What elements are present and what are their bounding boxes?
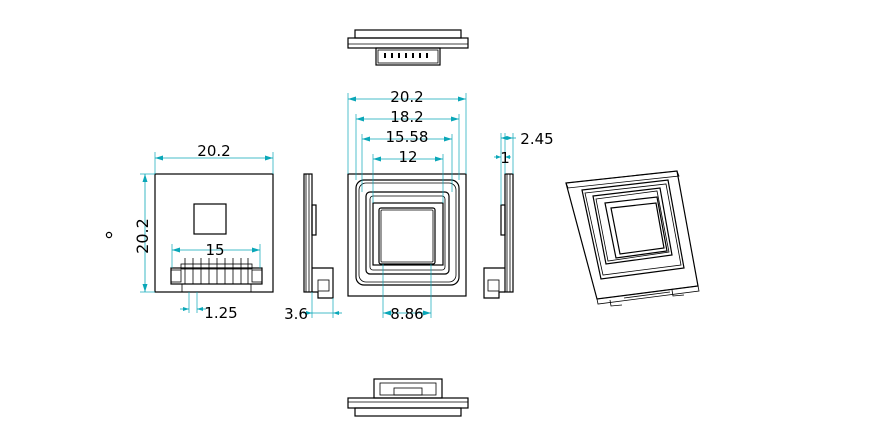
dim-pin-pitch: 1.25: [204, 304, 237, 322]
front-pins: [184, 258, 249, 284]
top-pins: [384, 53, 428, 58]
reference-circle: [105, 231, 113, 239]
dim-connector-width: 15: [205, 241, 224, 259]
dim-front-width: 20.2: [197, 142, 230, 160]
isometric-view: [565, 170, 700, 307]
right-side-view: [483, 173, 514, 299]
dim-top-inner1: 18.2: [390, 108, 423, 126]
dim-right-thin: 1: [500, 149, 510, 167]
bottom-elevation-view: [347, 378, 469, 417]
dim-top-inner2: 15.58: [386, 128, 429, 146]
sensor-dimensions: [347, 93, 467, 318]
dim-top-window: 12: [398, 148, 417, 166]
front-dimensions: [140, 152, 274, 313]
sensor-top-view: [347, 173, 467, 297]
dim-front-height: 20.2: [133, 218, 152, 254]
dim-top-outer: 20.2: [390, 88, 423, 106]
front-view: [154, 173, 274, 293]
side-depth-dimension: [303, 292, 342, 318]
dim-top-aperture: 8.86: [390, 305, 423, 323]
left-side-view: [303, 173, 334, 299]
right-side-dimensions: [494, 133, 516, 205]
dim-right-depth: 2.45: [520, 130, 553, 148]
top-elevation-view: [347, 29, 469, 66]
dim-side-depth: 3.6: [284, 305, 308, 323]
